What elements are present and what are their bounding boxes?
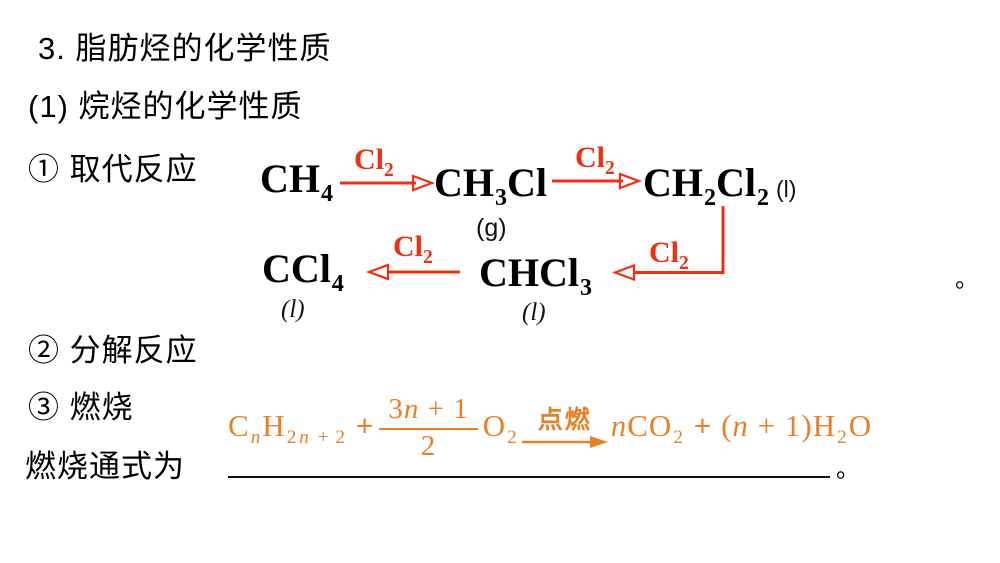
chain-period: 。 [955,266,979,293]
formula-trichloromethane: CHCl3 [479,250,592,301]
combustion-heading: ③ 燃烧 [28,390,134,425]
fraction-denominator: 2 [420,429,437,462]
ignition-arrow-icon [521,435,608,448]
cl2-reagent-label-1: Cl2 [354,143,394,181]
state-label-gas: (g) [476,214,507,242]
formula-tetrachloromethane: CCl4 [262,246,344,297]
ignition-condition-label: 点燃 [537,406,592,435]
section-1-heading: (1) 烷烃的化学性质 [28,89,303,124]
state-label-liquid-tetrachloromethane: (l) [281,296,305,323]
equation-period: 。 [836,456,860,483]
equation-rhs: nCO2 + (n + 1)H2O [610,408,873,449]
formula-chloromethane: CH3Cl [434,160,547,211]
combustion-formula-label: 燃烧通式为 [25,449,185,484]
condition-arrow: 点燃 [521,406,608,449]
page-title: 3. 脂肪烃的化学性质 [38,31,332,66]
cl2-reagent-label-4: Cl2 [393,230,433,268]
equation-oxygen: O2 [482,408,518,449]
substitution-heading: ① 取代反应 [28,152,198,187]
state-label-liquid-trichloromethane: (l) [522,299,546,326]
formula-methane: CH4 [260,156,333,207]
cl2-reagent-label-2: Cl2 [575,141,615,179]
cl2-reagent-label-3: Cl2 [649,236,689,274]
decomposition-heading: ② 分解反应 [28,333,198,368]
state-label-liquid-dichloromethane: (l) [776,176,797,202]
formula-dichloromethane: CH2Cl2 [643,160,769,211]
equation-fraction: 3n + 1 2 [379,393,478,463]
answer-underline [228,476,830,478]
fraction-numerator: 3n + 1 [379,393,478,430]
